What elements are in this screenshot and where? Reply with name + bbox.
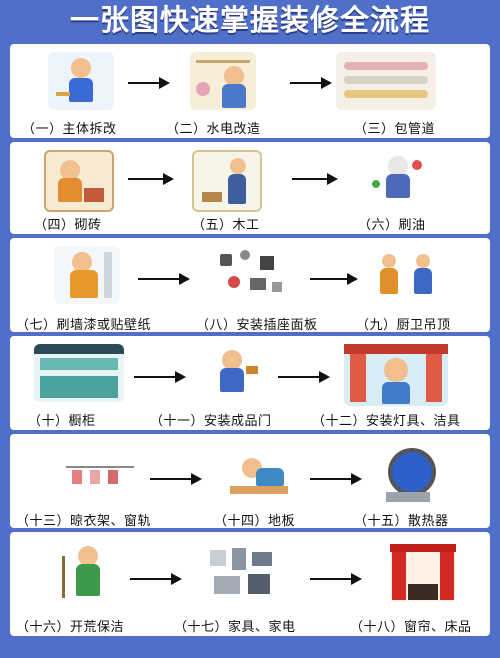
step-label: （十五）散热器 (354, 514, 449, 529)
step-label: （六）刷油 (358, 218, 426, 233)
arrow-icon (310, 573, 362, 585)
step-label: （十四）地板 (214, 514, 296, 529)
cabinet-icon (34, 344, 124, 402)
radiator-icon (380, 442, 436, 506)
arrow-icon (138, 273, 190, 285)
step-label: （八）安装插座面板 (196, 318, 318, 333)
step-18: （十八）窗帘、床品 (344, 532, 490, 636)
step-label: （五）木工 (192, 218, 260, 233)
step-label: （十三）晾衣架、窗轨 (16, 514, 152, 529)
step-row-4: （十）橱柜 （十一）安装成品门 （十二）安装灯具、洁具 (10, 336, 490, 430)
wall-painting-icon (54, 246, 120, 304)
arrow-icon (278, 371, 330, 383)
step-5: （五）木工 (170, 142, 290, 234)
step-label: （三）包管道 (354, 122, 436, 137)
step-label: （七）刷墙漆或贴壁纸 (16, 318, 152, 333)
door-installer-icon (200, 344, 266, 402)
bricklayer-icon (44, 150, 114, 212)
step-16: （十六）开荒保洁 (16, 532, 156, 636)
arrow-icon (128, 173, 174, 185)
arrow-icon (128, 77, 170, 89)
step-label: （二）水电改造 (166, 122, 261, 137)
step-15: （十五）散热器 (350, 434, 490, 529)
electrician-icon (190, 52, 256, 110)
step-label: （四）砌砖 (34, 218, 102, 233)
arrow-icon (290, 77, 332, 89)
step-11: （十一）安装成品门 (150, 336, 280, 430)
socket-panel-icon (214, 246, 290, 304)
step-4: （四）砌砖 (20, 142, 140, 234)
step-13: （十三）晾衣架、窗轨 (16, 434, 176, 529)
pipes-icon (336, 52, 436, 110)
step-12: （十二）安装灯具、洁具 (310, 336, 490, 430)
step-label: （十二）安装灯具、洁具 (312, 414, 461, 429)
arrow-icon (310, 273, 358, 285)
page-title: 一张图快速掌握装修全流程 (69, 3, 430, 37)
step-10: （十）橱柜 (20, 336, 140, 430)
floor-icon (226, 442, 292, 500)
arrow-icon (134, 371, 186, 383)
step-3: （三）包管道 (330, 44, 480, 138)
bathroom-fixtures-icon (344, 344, 448, 406)
step-2: （二）水电改造 (160, 44, 290, 138)
step-7: （七）刷墙漆或贴壁纸 (14, 238, 174, 333)
step-row-5: （十三）晾衣架、窗轨 （十四）地板 （十五）散热器 (10, 434, 490, 529)
cleaner-icon (54, 542, 120, 600)
step-1: （一）主体拆改 (20, 44, 140, 138)
arrow-icon (310, 473, 362, 485)
ceiling-icon (376, 246, 442, 304)
step-14: （十四）地板 (200, 434, 320, 529)
step-label: （九）厨卫吊顶 (356, 318, 451, 333)
step-17: （十七）家具、家电 (170, 532, 320, 636)
curtain-icon (390, 544, 456, 602)
step-9: （九）厨卫吊顶 (346, 238, 486, 333)
clothes-rack-icon (62, 442, 138, 500)
carpenter-icon (192, 150, 262, 212)
step-label: （十六）开荒保洁 (16, 620, 125, 635)
worker-icon (48, 52, 114, 110)
step-label: （十七）家具、家电 (174, 620, 296, 635)
step-row-6: （十六）开荒保洁 （十七）家具、家电 （十八）窗帘、床品 (10, 532, 490, 636)
step-row-2: （四）砌砖 （五）木工 （六）刷油 (10, 142, 490, 234)
step-label: （十八）窗帘、床品 (350, 620, 472, 635)
step-8: （八）安装插座面板 (186, 238, 326, 333)
arrow-icon (130, 573, 182, 585)
step-row-3: （七）刷墙漆或贴壁纸 （八）安装插座面板 （九）厨卫吊顶 (10, 238, 490, 333)
appliances-icon (204, 544, 280, 602)
arrow-icon (292, 173, 338, 185)
step-6: （六）刷油 (340, 142, 480, 234)
step-label: （十一）安装成品门 (150, 414, 272, 429)
step-label: （一）主体拆改 (22, 122, 117, 137)
arrow-icon (150, 473, 202, 485)
step-row-1: （一）主体拆改 （二）水电改造 （三）包管道 (10, 44, 490, 138)
painter-icon (364, 150, 430, 208)
step-label: （十）橱柜 (28, 414, 96, 429)
